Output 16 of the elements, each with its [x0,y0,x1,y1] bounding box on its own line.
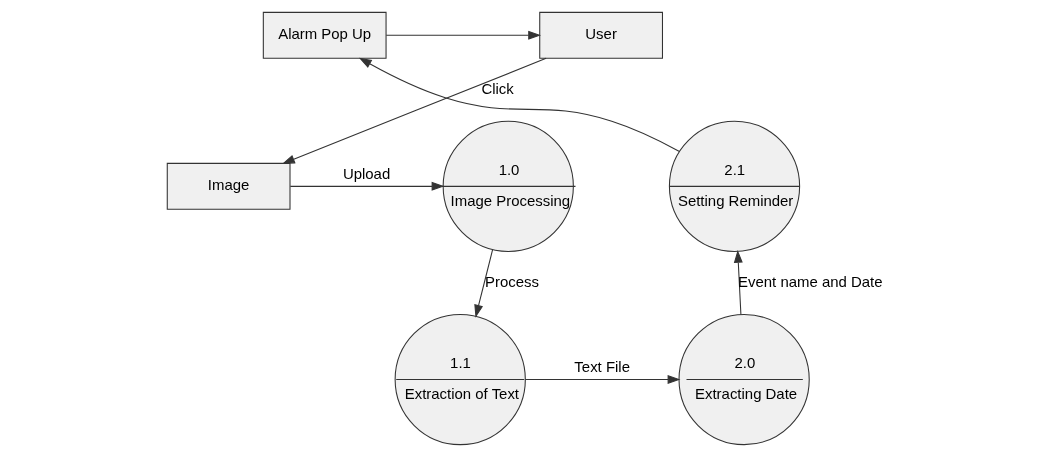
edge-label: Text File [574,358,630,376]
node-box: Image [166,162,291,210]
arrow [289,181,445,191]
node-circle: 2.0 Extracting Date [678,313,810,446]
node-box: Alarm Pop Up [262,11,387,59]
edge-label: Upload [342,165,391,183]
node-box: User [539,11,663,59]
edge-label: Click [481,79,514,97]
arrow [474,249,494,318]
arrow [385,30,542,40]
edge-label: Process [485,272,539,290]
edge-label: Event name and Date [738,272,883,290]
arrow [282,57,547,164]
arrow [358,57,680,152]
arrow [733,249,743,315]
arrow [524,375,681,384]
